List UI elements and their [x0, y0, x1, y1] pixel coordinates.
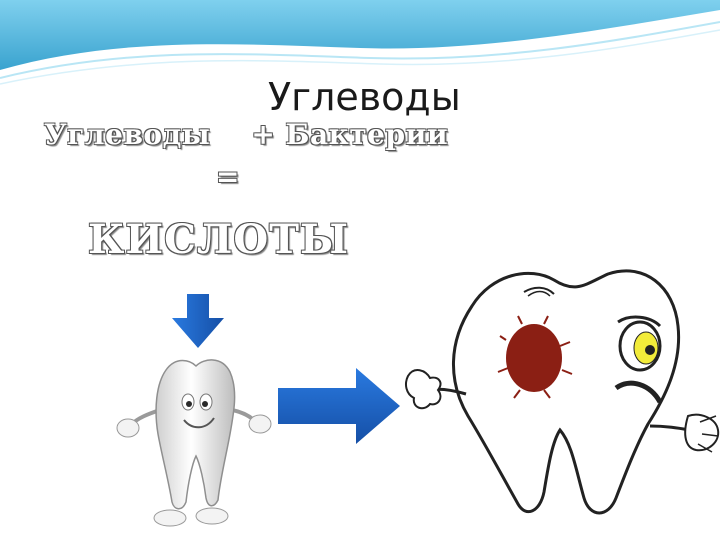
header-wave-decoration [0, 0, 720, 85]
formula-term-carbohydrates: Углеводы [44, 118, 211, 151]
slide-title: Углеводы [268, 75, 461, 119]
formula-line: Углеводы + Бактерии [44, 118, 448, 151]
formula-result-acids: КИСЛОТЫ [88, 216, 350, 263]
decayed-tooth-icon [404, 266, 720, 540]
formula-term-bacteria: Бактерии [285, 118, 449, 151]
formula-equals-sign: = [216, 160, 240, 193]
formula-plus-sign: + [251, 118, 276, 151]
decay-stain [497, 315, 573, 399]
healthy-tooth-icon [114, 352, 276, 538]
right-arrow-icon [278, 368, 400, 444]
down-arrow-icon [172, 294, 224, 348]
